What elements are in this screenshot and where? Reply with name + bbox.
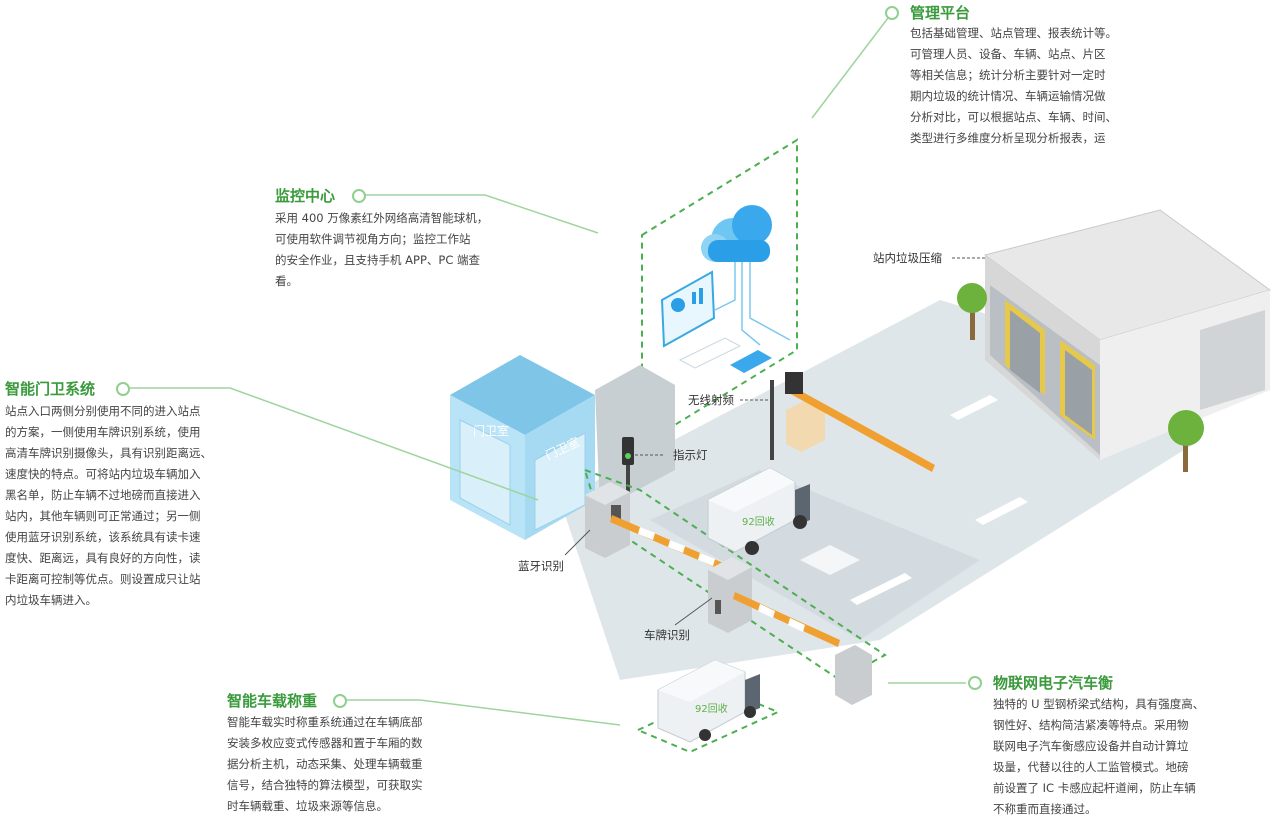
weigh-line: 智能车载实时称重系统通过在车辆底部 xyxy=(227,715,423,729)
svg-text:92回收: 92回收 xyxy=(695,702,728,715)
barrier-stripes-1 xyxy=(638,527,715,566)
label-plate-recognition: 车牌识别 xyxy=(644,628,690,642)
scale-line: 前设置了 IC 卡感应起杆道闸，防止车辆 xyxy=(993,781,1196,795)
mgmt-line: 分析对比，可以根据站点、车辆、时间、 xyxy=(910,110,1117,124)
monitor-description: 采用 400 万像素红外网络高清智能球机， 可使用软件调节视角方向；监控工作站 … xyxy=(275,208,488,292)
gate-line: 速度快的特点。可将站内垃圾车辆加入 xyxy=(5,467,201,481)
keyboard-icon xyxy=(678,337,742,369)
gate-line: 卡距离可控制等优点。则设置成只让站 xyxy=(5,572,201,586)
scale-description: 独特的 U 型钢桥梁式结构，具有强度高、 钢性好、结构简洁紧凑等特点。采用物 联… xyxy=(993,694,1204,820)
gate-line: 内垃圾车辆进入。 xyxy=(5,593,97,607)
weigh-description: 智能车载实时称重系统通过在车辆底部 安装多枚应变式传感器和置于车厢的数 据分析主… xyxy=(227,712,423,817)
monitor-screen-icon xyxy=(660,270,716,348)
truck-main: 92回收 xyxy=(707,467,810,555)
monitor-line: 采用 400 万像素红外网络高清智能球机， xyxy=(275,211,489,225)
scale-line: 独特的 U 型钢桥梁式结构，具有强度高、 xyxy=(993,697,1205,711)
gate-line: 站点入口两侧分别使用不同的进入站点 xyxy=(5,404,201,418)
label-wireless-rf: 无线射频 xyxy=(688,393,734,407)
gate-ring-marker xyxy=(116,382,130,396)
scale-title: 物联网电子汽车衡 xyxy=(993,674,1114,692)
label-indicator-light: 指示灯 xyxy=(673,448,708,462)
mgmt-line: 期内垃圾的统计情况、车辆运输情况做 xyxy=(910,89,1106,103)
gate-line: 站内，其他车辆则可正常通过；另一侧 xyxy=(5,509,201,523)
tree-left xyxy=(957,283,987,340)
scale-line: 联网电子汽车衡感应设备并自动计算垃 xyxy=(993,739,1189,753)
gate-title: 智能门卫系统 xyxy=(5,380,96,398)
mgmt-line: 等相关信息；统计分析主要针对一定时 xyxy=(910,68,1106,82)
label-bluetooth: 蓝牙识别 xyxy=(518,559,564,573)
weigh-line: 据分析主机，动态采集、处理车辆载重 xyxy=(227,757,423,771)
scale-ring-marker xyxy=(968,676,982,690)
mgmt-title: 管理平台 xyxy=(910,4,971,22)
label-compression: 站内垃圾压缩 xyxy=(873,251,942,265)
svg-text:92回收: 92回收 xyxy=(742,515,775,528)
scale-line: 钢性好、结构简洁紧凑等特点。采用物 xyxy=(993,718,1189,732)
gate-line: 度快、距离远，具有良好的方向性，读 xyxy=(5,551,201,565)
gate-line: 的方案，一侧使用车牌识别系统，使用 xyxy=(5,425,201,439)
weigh-line: 安装多枚应变式传感器和置于车厢的数 xyxy=(227,736,423,750)
cloud-icon xyxy=(701,205,772,262)
mgmt-line: 类型进行多维度分析呈现分析报表，运 xyxy=(910,131,1106,145)
road-markings xyxy=(800,395,1116,605)
mgmt-ring-marker xyxy=(885,6,899,20)
weigh-ring-marker xyxy=(333,694,347,708)
truck-weighing: 92回收 xyxy=(657,659,760,743)
scale-line: 不称重而直接通过。 xyxy=(993,802,1097,816)
bluetooth-booth xyxy=(585,482,630,558)
gate-line: 高清车牌识别摄像头，具有识别距离远、 xyxy=(5,446,212,460)
compression-station-building xyxy=(983,209,1272,460)
leader-lines xyxy=(635,257,985,456)
gate-line: 使用蓝牙识别系统，该系统具有读卡速 xyxy=(5,530,201,544)
indicator-light xyxy=(622,437,634,510)
weigh-line: 信号，结合独特的算法模型，可获取实 xyxy=(227,778,423,792)
guard-room-building xyxy=(450,355,675,540)
scale-end-post xyxy=(835,645,872,705)
connector-lines xyxy=(130,17,966,726)
barrier-gate-right xyxy=(770,372,935,472)
monitor-ring-marker xyxy=(352,189,366,203)
pointer-lines xyxy=(564,529,713,626)
plate-booth xyxy=(708,557,752,633)
barrier-stripes-2 xyxy=(758,604,805,632)
weigh-dashed-frame xyxy=(635,688,781,754)
mgmt-line: 可管理人员、设备、车辆、站点、片区 xyxy=(910,47,1106,61)
tree-right xyxy=(1168,410,1204,472)
monitor-title: 监控中心 xyxy=(275,187,336,205)
monitor-line: 可使用软件调节视角方向；监控工作站 xyxy=(275,232,471,246)
mgmt-line: 包括基础管理、站点管理、报表统计等。 xyxy=(910,26,1117,40)
svg-text:门卫室: 门卫室 xyxy=(473,423,509,438)
gate-description: 站点入口两侧分别使用不同的进入站点 的方案，一侧使用车牌识别系统，使用 高清车牌… xyxy=(5,401,212,611)
weigh-title: 智能车载称重 xyxy=(227,692,318,710)
gate-line: 黑名单，防止车辆不过地磅而直接进入 xyxy=(5,488,201,502)
scale-line: 圾量，代替以往的人工监管模式。地磅 xyxy=(993,760,1189,774)
monitor-line: 的安全作业，且支持手机 APP、PC 端查 xyxy=(275,253,481,267)
monitor-line: 看。 xyxy=(275,274,298,288)
phone-icon xyxy=(730,350,772,373)
weigh-line: 时车辆载重、垃圾来源等信息。 xyxy=(227,799,388,813)
network-lines xyxy=(714,262,791,346)
mgmt-description: 包括基础管理、站点管理、报表统计等。 可管理人员、设备、车辆、站点、片区 等相关… xyxy=(910,23,1117,149)
